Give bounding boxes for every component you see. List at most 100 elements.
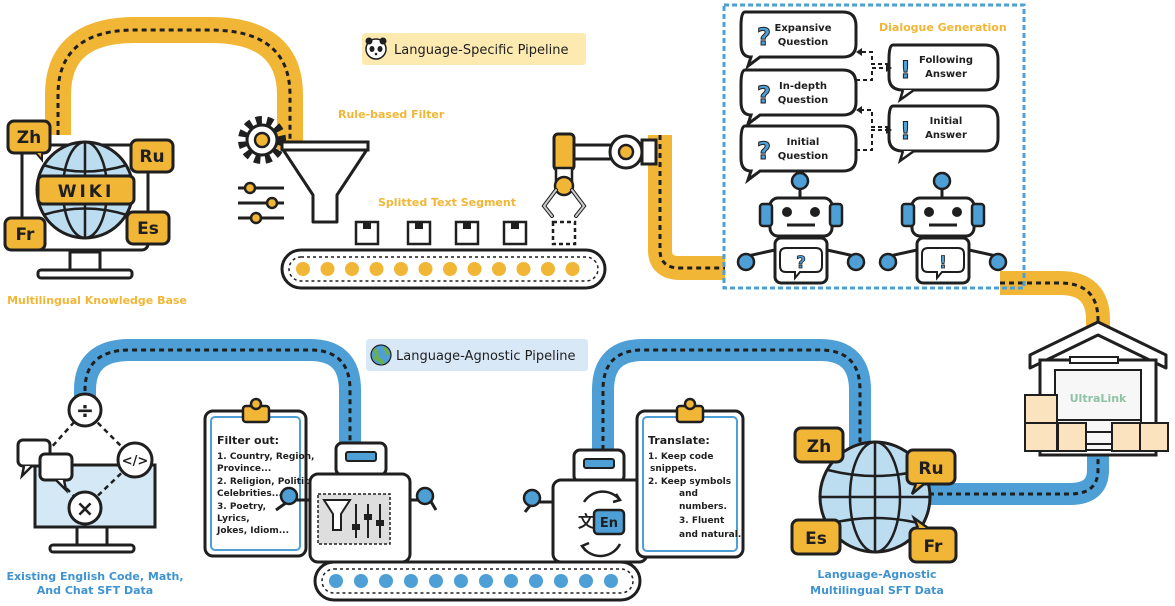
arrow-heads: [856, 48, 892, 134]
robot-filter: [275, 441, 438, 564]
lang-specific-pill-label: Language-Specific Pipeline: [394, 43, 568, 58]
panda-icon: [365, 37, 387, 60]
svg-text:3. Fluent: 3. Fluent: [679, 516, 725, 526]
yellow-conveyor: [280, 248, 607, 290]
out-lang-tag-ru: Ru: [905, 448, 957, 495]
conveyor-roller: [429, 574, 443, 588]
svg-text:Ru: Ru: [139, 147, 164, 167]
blue-conveyor: [313, 560, 642, 602]
sliders-icon: [238, 181, 284, 225]
robot-questioner: ?: [736, 171, 866, 285]
conveyor-roller: [579, 574, 593, 588]
question-mark-icon: ?: [757, 137, 771, 165]
yellow-pipe-arch: [45, 17, 303, 150]
conveyor-roller: [541, 262, 555, 276]
svg-text:Celebrities...: Celebrities...: [217, 489, 282, 499]
output-label-line2: Multilingual SFT Data: [810, 584, 944, 597]
times-icon: [67, 490, 103, 526]
exclamation-icon: !: [900, 117, 911, 145]
yellow-pipe-to-warehouse: [1000, 271, 1110, 335]
svg-text:2. Religion, Politics,: 2. Religion, Politics,: [217, 477, 318, 487]
segment-boxes: [354, 220, 577, 246]
conveyor-roller: [467, 262, 482, 276]
conveyor-roller: [404, 574, 418, 588]
svg-text:1. Keep code: 1. Keep code: [648, 452, 713, 462]
conveyor-roller: [296, 262, 310, 276]
warehouse-crates: [1024, 394, 1169, 452]
svg-text:2. Keep symbols: 2. Keep symbols: [648, 477, 731, 487]
lang-agnostic-pill: Language-Agnostic Pipeline: [366, 339, 588, 371]
wiki-label: WIKI: [58, 182, 115, 202]
code-icon: [116, 441, 154, 479]
translate-title: Translate:: [648, 434, 710, 447]
svg-text:Answer: Answer: [925, 69, 967, 80]
conveyor-roller: [418, 262, 433, 276]
segment-label: Splitted Text Segment: [378, 196, 516, 209]
svg-text:?: ?: [796, 253, 806, 273]
lang-tag-ru: Ru: [129, 138, 175, 174]
output-label-line1: Language-Agnostic: [817, 568, 936, 581]
svg-text:En: En: [600, 516, 618, 531]
wiki-banner: WIKI: [36, 174, 136, 206]
lang-tag-zh: Zh: [6, 119, 52, 163]
svg-text:Fr: Fr: [16, 225, 36, 245]
conveyor-roller: [479, 574, 493, 588]
bubble-following-answer: ! Following Answer: [887, 43, 1000, 104]
svg-text:Question: Question: [778, 151, 829, 162]
svg-text:Initial: Initial: [787, 137, 820, 148]
conveyor-roller: [492, 262, 506, 276]
svg-text:In-depth: In-depth: [779, 81, 827, 92]
svg-text:Expansive: Expansive: [775, 23, 832, 34]
conveyor-roller: [394, 262, 408, 276]
funnel-icon: [322, 499, 352, 531]
filter-title: Filter out:: [217, 434, 279, 447]
conveyor-roller: [516, 262, 531, 276]
svg-text:!: !: [939, 253, 947, 273]
conveyor-roller: [443, 262, 457, 276]
conveyor-roller: [329, 574, 343, 588]
svg-text:÷: ÷: [76, 399, 94, 424]
svg-text:Province...: Province...: [217, 464, 271, 474]
source-label-line2: And Chat SFT Data: [37, 584, 153, 597]
kb-label: Multilingual Knowledge Base: [7, 294, 187, 307]
svg-text:Question: Question: [778, 95, 829, 106]
conveyor-roller: [565, 262, 580, 276]
svg-text:numbers.: numbers.: [679, 502, 727, 512]
bubble-initial-question: ? Initial Question: [739, 124, 858, 185]
lang-specific-pill: Language-Specific Pipeline: [362, 33, 586, 65]
filter-label: Rule-based Filter: [338, 108, 445, 121]
yellow-pipe-to-dialogue: [648, 135, 725, 280]
svg-text:</>: </>: [122, 454, 149, 469]
svg-text:Following: Following: [919, 55, 973, 66]
svg-text:3. Poetry,: 3. Poetry,: [217, 502, 266, 512]
robot-answerer: !: [878, 171, 1008, 285]
translate-clipboard: Translate: 1. Keep code snippets. 2. Kee…: [635, 397, 745, 559]
conveyor-roller: [554, 574, 568, 588]
divide-icon: [67, 392, 103, 428]
svg-text:Answer: Answer: [925, 130, 967, 141]
lang-agnostic-pill-label: Language-Agnostic Pipeline: [396, 349, 576, 364]
conveyor-roller: [369, 262, 384, 276]
svg-text:Fr: Fr: [924, 537, 944, 557]
svg-text:文: 文: [578, 512, 595, 531]
blue-pipe-to-warehouse: [920, 455, 1109, 505]
earth-icon: [370, 344, 392, 366]
bubble-initial-answer: ! Initial Answer: [887, 104, 1000, 165]
chat-icon: [16, 438, 74, 494]
dialogue-flow-arrows: [856, 51, 889, 151]
question-mark-icon: ?: [757, 81, 771, 109]
blue-pipe-left-arch: [74, 339, 361, 450]
svg-text:Question: Question: [778, 37, 829, 48]
exclamation-icon: !: [900, 56, 911, 84]
svg-text:×: ×: [76, 497, 94, 522]
conveyor-roller: [504, 574, 518, 588]
blue-pipe-middle-arch: [592, 339, 871, 455]
svg-text:Initial: Initial: [930, 116, 963, 127]
conveyor-roller: [354, 574, 368, 588]
filter-clipboard: Filter out: 1. Country, Region, Province…: [203, 397, 318, 558]
out-lang-tag-fr: Fr: [908, 514, 958, 564]
svg-text:and: and: [679, 489, 698, 499]
svg-text:Ru: Ru: [918, 459, 943, 479]
conveyor-roller: [604, 574, 618, 588]
